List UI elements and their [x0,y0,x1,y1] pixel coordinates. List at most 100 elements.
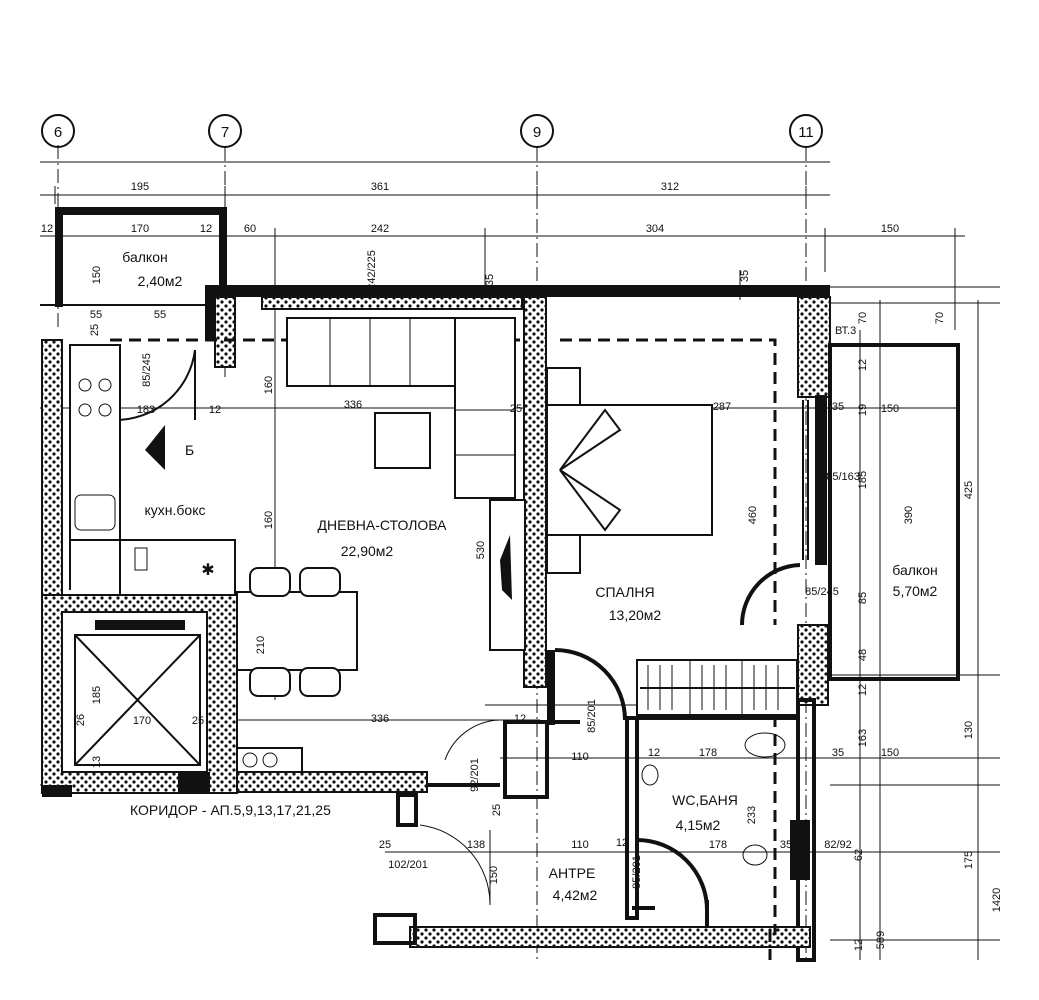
dim-label: 12 [200,223,212,235]
balcony-right [828,343,960,681]
dim-label: 35 [832,747,844,759]
window-fraction: 82/92 [824,839,852,851]
asterisk-mark: ✱ [201,562,214,579]
balcony-top-left [40,207,227,307]
dim-label: 85 [857,592,869,604]
door-swing-kitchen [114,349,196,422]
room-area: 22,90м2 [341,543,394,559]
dim-label: 70 [934,312,946,324]
dim-label: 160 [263,511,275,529]
door-fraction: 92/201 [469,758,481,792]
room-name: балкон [892,562,937,578]
dim-label: 110 [571,839,589,851]
dim-label: 25 [510,403,522,415]
dim-label: 60 [244,223,256,235]
dim-label: 312 [661,181,679,193]
dim-label: 55 [90,309,102,321]
dim-label: 185 [857,471,869,489]
dim-label: 425 [963,481,975,499]
dim-label: 304 [646,223,664,235]
dim-label: 150 [881,223,899,235]
axis-marker-7 [208,114,242,148]
room-area: 2,40м2 [138,273,183,289]
dim-label: 233 [746,806,758,824]
dim-label: 35 [484,274,496,286]
room-name: ДНЕВНА-СТОЛОВА [318,517,448,533]
dim-label: 530 [475,541,487,559]
coffee-table [374,412,431,469]
window-fraction: 185/163 [820,471,860,483]
insulation-dashes [110,338,777,960]
dim-label: 195 [131,181,149,193]
dining-table [236,591,358,671]
dim-label: 12 [41,223,53,235]
room-area: 4,42м2 [553,887,598,903]
dim-label: 150 [881,747,899,759]
dim-label: 12 [857,359,869,371]
dim-label: 336 [344,399,362,411]
dim-label: 48 [857,649,869,661]
door-swing-bath [636,838,709,911]
door-swing-bedroom [554,648,627,721]
dim-label: 12 [857,684,869,696]
dim-label: 183 [137,404,155,416]
axis-marker-11 [789,114,823,148]
doors [114,349,801,928]
window-fraction: 242/225 [366,250,378,290]
dim-label: 12 [648,747,660,759]
dimension-lines [40,186,1000,960]
room-area: 4,15м2 [676,817,721,833]
bed [546,404,713,536]
room-name: кухн.бокс [145,502,206,518]
dim-label: 210 [255,636,267,654]
room-name: АНТРЕ [549,865,596,881]
axis-grid: 6 7 9 11 [40,114,830,960]
dim-label: 178 [709,839,727,851]
dim-label: 163 [857,729,869,747]
door-fraction: 85/245 [141,353,153,387]
walls [41,285,831,962]
dim-label: 160 [263,376,275,394]
label-b: Б [185,442,194,458]
dim-label: 25 [89,324,101,336]
room-name: балкон [122,249,167,265]
room-area: 13,20м2 [609,607,662,623]
dim-label: 150 [881,403,899,415]
dim-label: 35 [780,839,792,851]
dim-label: 1420 [991,888,1003,912]
dim-label: 170 [131,223,149,235]
dim-label: 62 [853,849,865,861]
door-swing-balcony [740,563,801,626]
dim-label: 170 [133,715,151,727]
door-fraction: 85/245 [805,586,839,598]
dim-label: 26 [75,714,87,726]
door-fraction: 85/201 [631,855,643,889]
room-area: 5,70м2 [893,583,938,599]
axis-label: 7 [221,124,229,141]
axis-label: 6 [54,124,62,141]
dimension-labels: 195 361 312 12 170 12 60 242 304 150 150… [41,181,1003,951]
dim-label: 25 [491,804,503,816]
room-name: СПАЛНЯ [595,584,654,600]
furniture [69,317,798,866]
corridor-label: КОРИДОР - АП.5,9,13,17,21,25 [130,802,331,818]
dim-label: 35 [739,270,751,282]
dim-label: 35 [832,401,844,413]
dim-label: 13 [91,756,103,768]
dim-label: 361 [371,181,389,193]
room-name: WC,БАНЯ [672,792,738,808]
dim-label: 185 [91,686,103,704]
dim-label: 150 [91,266,103,284]
dim-label: 70 [857,312,869,324]
dim-label: 178 [699,747,717,759]
dim-label: 138 [467,839,485,851]
dim-label: 287 [713,401,731,413]
dim-label: 19 [857,404,869,416]
dim-label: 242 [371,223,389,235]
dim-label: 12 [514,713,526,725]
axis-marker-6 [41,114,75,148]
dim-label: 25 [192,715,204,727]
dim-label: 589 [875,931,887,949]
shaft-label: ВТ.3 [835,325,856,337]
